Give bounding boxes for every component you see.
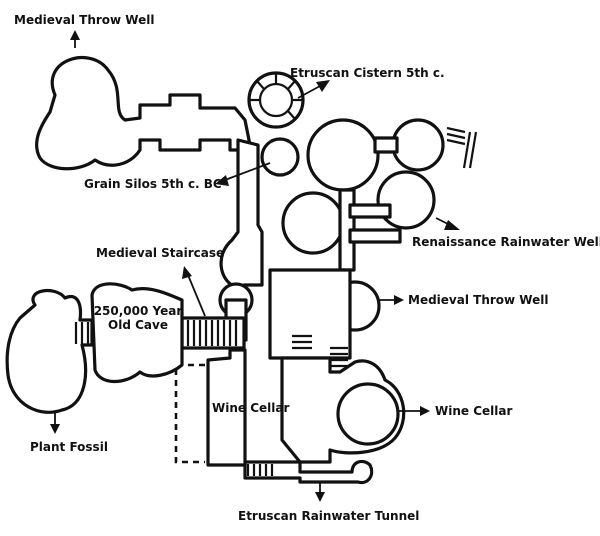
old-cave-shape (90, 282, 184, 384)
annotation-arrows (50, 30, 460, 502)
label-etruscan-tunnel: Etruscan Rainwater Tunnel (238, 509, 419, 523)
label-wine-cellar-right: Wine Cellar (435, 404, 512, 418)
label-medieval-throw-well-top: Medieval Throw Well (14, 13, 154, 27)
west-wine-cellar (174, 348, 247, 467)
label-wine-cellar-left: Wine Cellar (212, 401, 289, 415)
southeast-rooms (280, 356, 406, 464)
etruscan-cistern-shape (247, 71, 305, 129)
diagram-labels: Medieval Throw Well Etruscan Cistern 5th… (14, 13, 600, 523)
label-etruscan-cistern: Etruscan Cistern 5th c. (290, 66, 445, 80)
label-grain-silos: Grain Silos 5th c. BC (84, 177, 222, 191)
label-cave-line2: Old Cave (108, 318, 168, 332)
label-cave-line1: 250,000 Year (94, 304, 183, 318)
upper-west-rooms (35, 55, 252, 171)
stair-hatches (292, 126, 478, 368)
medieval-staircase-shape (180, 316, 246, 350)
label-medieval-staircase: Medieval Staircase (96, 246, 224, 260)
label-medieval-throw-well-right: Medieval Throw Well (408, 293, 548, 307)
label-renaissance-well: Renaissance Rainwater Well (412, 235, 600, 249)
label-plant-fossil: Plant Fossil (30, 440, 108, 454)
etruscan-tunnel-shape (243, 459, 374, 485)
east-rooms (268, 118, 445, 360)
plant-fossil-room (5, 289, 94, 414)
